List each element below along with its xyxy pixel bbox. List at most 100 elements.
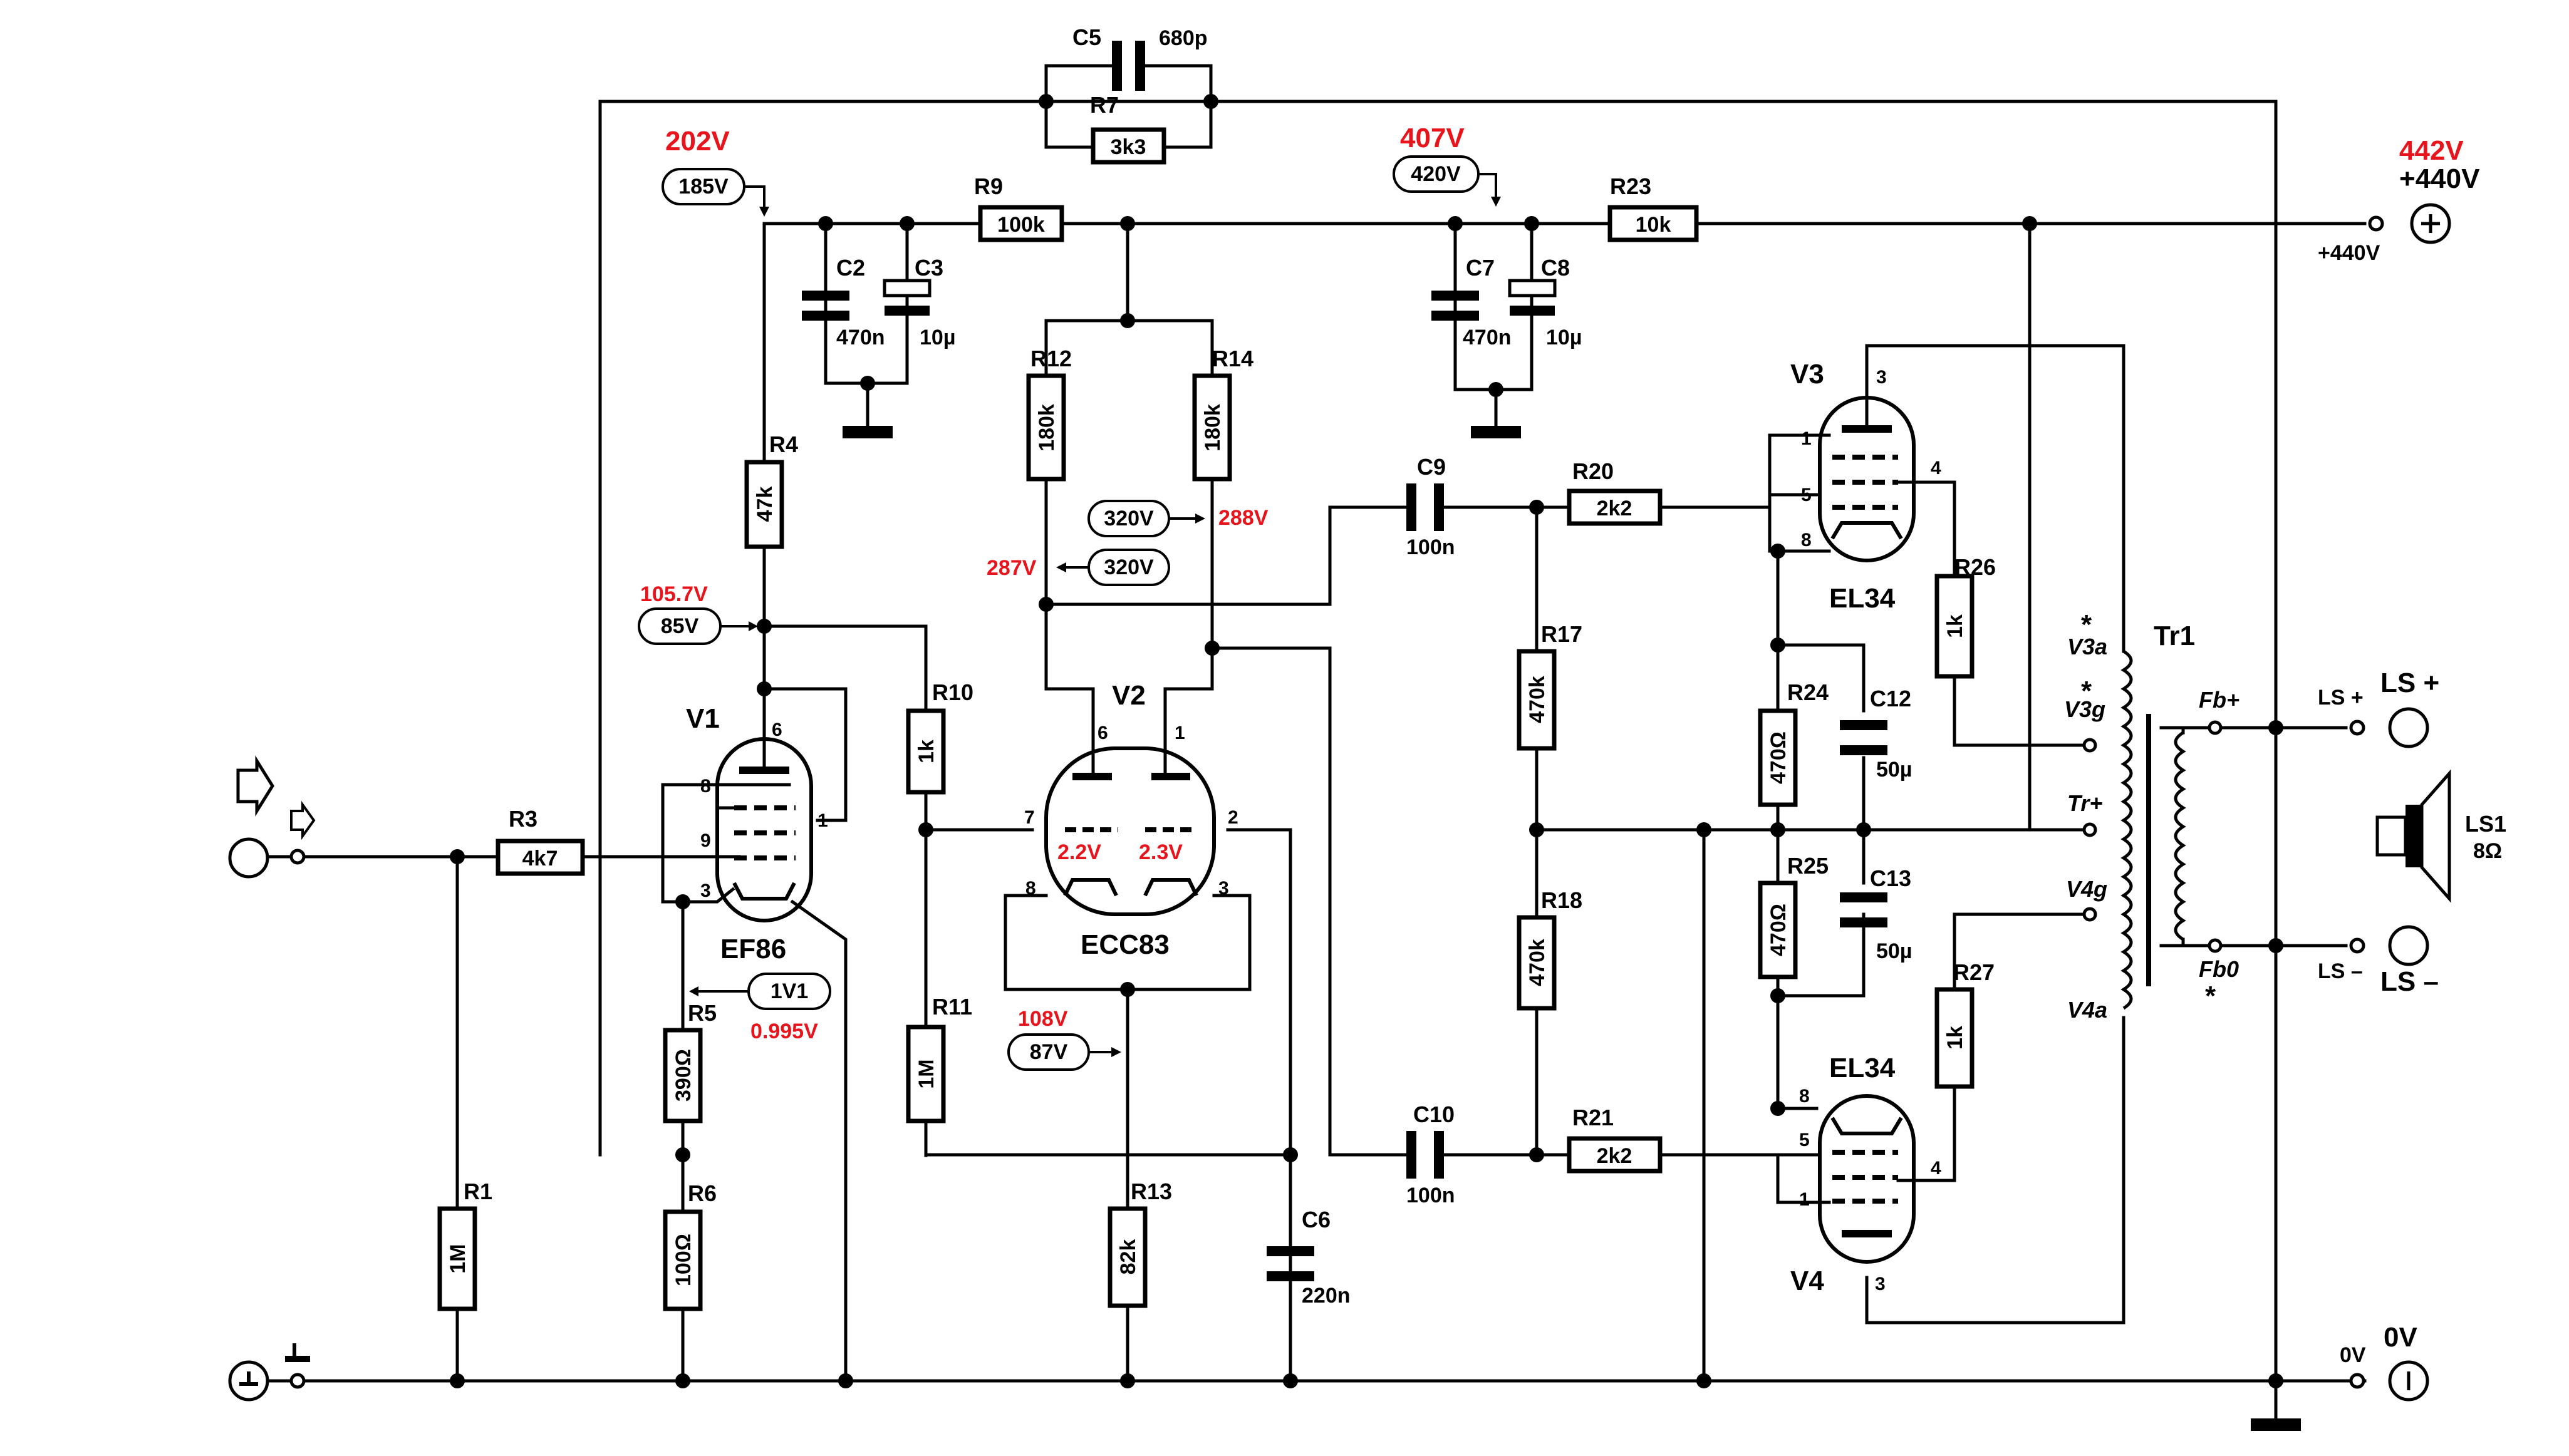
svg-text:1: 1 <box>1175 723 1185 743</box>
svg-text:0V: 0V <box>2384 1322 2417 1353</box>
svg-text:V3g: V3g <box>2064 696 2105 722</box>
svg-text:C7: C7 <box>1466 255 1495 281</box>
svg-text:ECC83: ECC83 <box>1081 929 1170 960</box>
svg-text:V3a: V3a <box>2067 634 2107 659</box>
svg-text:108V: 108V <box>1018 1007 1068 1031</box>
resistor-r23: 10k R23 <box>1607 173 1699 242</box>
svg-text:*: * <box>2205 981 2216 1011</box>
capacitor-c2: C2 470n <box>802 255 885 349</box>
svg-text:407V: 407V <box>1400 123 1465 153</box>
svg-text:R23: R23 <box>1610 173 1651 199</box>
resistor-r11: 1M R11 <box>906 994 972 1123</box>
ground-symbols <box>843 426 2301 1431</box>
resistor-r10: 1k R10 <box>906 679 973 795</box>
svg-text:390Ω: 390Ω <box>672 1049 695 1102</box>
svg-text:LS +: LS + <box>2318 686 2364 710</box>
svg-text:R5: R5 <box>688 1000 717 1026</box>
svg-text:8: 8 <box>700 776 711 797</box>
svg-text:R11: R11 <box>932 994 972 1020</box>
resistor-r6: 100Ω R6 <box>663 1180 717 1311</box>
resistor-r20: 2k2 R20 <box>1567 458 1663 526</box>
svg-text:202V: 202V <box>665 126 730 157</box>
svg-text:V4g: V4g <box>2066 876 2107 902</box>
svg-text:8: 8 <box>1799 1086 1810 1107</box>
svg-text:3: 3 <box>1218 878 1229 899</box>
ls-plus-terminal: LS + LS + <box>2318 668 2439 748</box>
svg-text:50µ: 50µ <box>1876 758 1912 782</box>
tube-v1: 6 8 9 3 1 V1 EF86 <box>686 703 828 964</box>
callout-v1-screen: 185V 202V <box>662 126 769 217</box>
resistor-r3: 4k7 R3 <box>496 806 585 876</box>
svg-text:442V: 442V <box>2399 135 2464 166</box>
svg-text:1: 1 <box>817 810 828 831</box>
svg-text:+440V: +440V <box>2399 163 2480 194</box>
svg-text:10µ: 10µ <box>920 326 955 349</box>
svg-text:85V: 85V <box>661 614 699 638</box>
svg-text:*: * <box>2081 676 2092 706</box>
input-terminal <box>228 755 316 879</box>
capacitor-c10: C10 100n <box>1406 1102 1455 1207</box>
ground-icon <box>2251 1418 2301 1431</box>
svg-text:0V: 0V <box>2340 1343 2366 1367</box>
transformer-tr1: Tr1 V3a V3g Tr+ V4g V4a Fb+ Fb0 * * * <box>2064 609 2239 1023</box>
resistor-r14: 180k R14 <box>1192 346 1253 482</box>
resistor-r21: 2k2 R21 <box>1567 1105 1663 1174</box>
svg-text:0.995V: 0.995V <box>750 1020 818 1043</box>
svg-text:LS –: LS – <box>2380 966 2439 997</box>
svg-text:10µ: 10µ <box>1546 326 1582 349</box>
svg-text:V1: V1 <box>686 703 720 734</box>
svg-text:C8: C8 <box>1541 255 1570 281</box>
ls-minus-terminal: LS – LS – <box>2318 925 2439 997</box>
svg-text:Fb0: Fb0 <box>2199 956 2239 982</box>
svg-text:470n: 470n <box>1463 326 1512 349</box>
svg-text:C13: C13 <box>1870 865 1911 891</box>
svg-text:287V: 287V <box>987 556 1037 580</box>
capacitor-c8: C8 10µ <box>1508 255 1582 349</box>
capacitor-c9: C9 100n <box>1406 454 1455 559</box>
svg-text:288V: 288V <box>1218 506 1269 530</box>
ground-terminal <box>228 1343 310 1402</box>
svg-text:R6: R6 <box>688 1180 717 1206</box>
input-arrow-icon <box>290 800 316 840</box>
svg-text:470k: 470k <box>1525 676 1549 723</box>
svg-text:*: * <box>2081 609 2092 640</box>
svg-text:R26: R26 <box>1954 554 1996 580</box>
svg-text:4: 4 <box>1931 1158 1941 1179</box>
svg-text:R24: R24 <box>1787 679 1829 705</box>
callout-v2-tail: 87V 108V <box>1007 1007 1121 1071</box>
capacitor-c13: C13 50µ <box>1840 865 1912 963</box>
svg-text:V4a: V4a <box>2067 997 2107 1023</box>
svg-text:2.2V: 2.2V <box>1057 840 1101 864</box>
svg-text:R27: R27 <box>1953 959 1995 985</box>
svg-text:3: 3 <box>1876 367 1887 388</box>
svg-text:1V1: 1V1 <box>771 979 809 1003</box>
svg-text:R20: R20 <box>1572 458 1614 484</box>
svg-text:1: 1 <box>1801 428 1812 449</box>
callout-v1-anode: 85V 105.7V <box>638 582 758 645</box>
svg-text:1k: 1k <box>915 740 938 763</box>
svg-text:105.7V: 105.7V <box>640 582 708 606</box>
tube-v2: 6 1 7 2 8 3 V2 ECC83 <box>1024 680 1238 960</box>
svg-text:R9: R9 <box>974 173 1003 199</box>
resistor-r17: 470k R17 <box>1517 621 1582 751</box>
svg-text:3: 3 <box>700 880 711 901</box>
svg-text:4k7: 4k7 <box>522 847 558 870</box>
svg-text:1M: 1M <box>915 1059 938 1088</box>
svg-text:C2: C2 <box>836 255 865 281</box>
svg-text:V2: V2 <box>1112 680 1146 711</box>
svg-text:185V: 185V <box>678 175 729 199</box>
resistor-r24: 470Ω R24 <box>1758 679 1829 807</box>
svg-text:EL34: EL34 <box>1829 1053 1896 1083</box>
capacitor-c3: C3 10µ <box>883 255 955 349</box>
svg-text:320V: 320V <box>1104 555 1154 579</box>
svg-text:3k3: 3k3 <box>1111 135 1146 159</box>
svg-text:1k: 1k <box>1943 614 1967 638</box>
svg-text:C12: C12 <box>1870 686 1911 711</box>
resistor-r5: 390Ω R5 <box>663 1000 717 1123</box>
svg-text:470n: 470n <box>836 326 885 349</box>
svg-text:R12: R12 <box>1030 346 1072 371</box>
svg-text:5: 5 <box>1799 1130 1810 1150</box>
svg-text:R13: R13 <box>1131 1179 1172 1204</box>
terminals: +440V +440V LS + LS + LS – LS – 0V 0V <box>228 163 2506 1402</box>
